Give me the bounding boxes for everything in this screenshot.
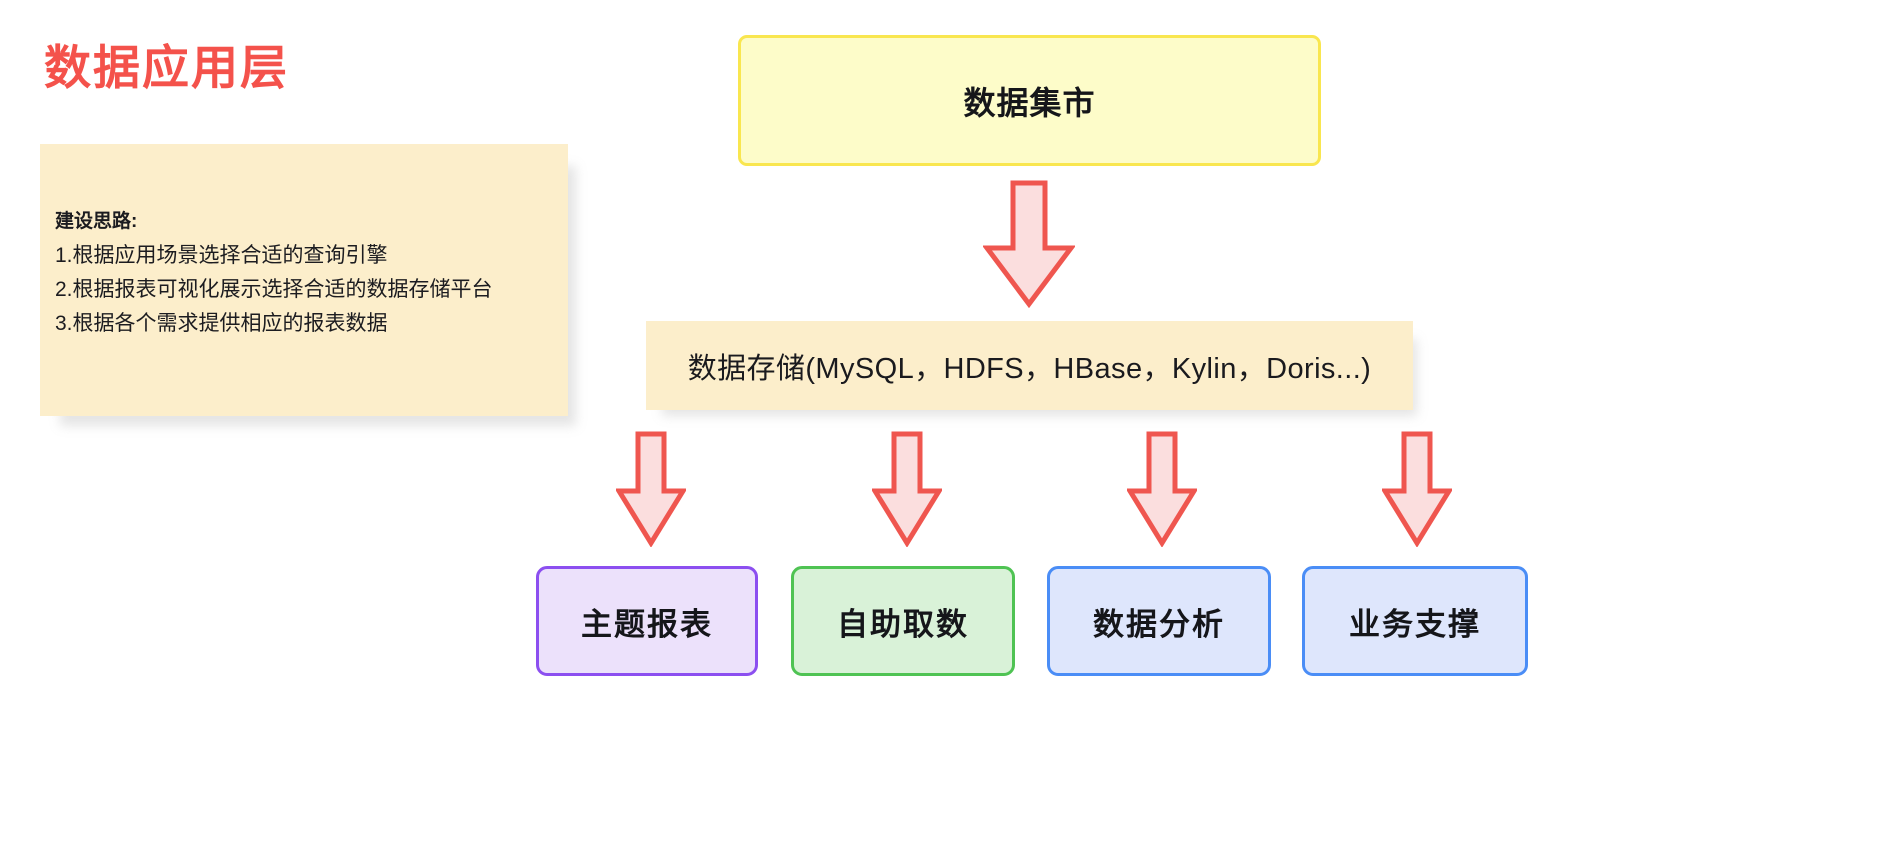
build-approach-panel: 建设思路: 1.根据应用场景选择合适的查询引擎 2.根据报表可视化展示选择合适的… xyxy=(40,144,568,416)
arrow-down-icon-to-topic-report xyxy=(616,431,686,547)
node-data-analysis: 数据分析 xyxy=(1047,566,1271,676)
node-self-service: 自助取数 xyxy=(791,566,1015,676)
build-approach-content: 建设思路: 1.根据应用场景选择合适的查询引擎 2.根据报表可视化展示选择合适的… xyxy=(55,207,555,341)
arrow-down-icon-to-business-support xyxy=(1382,431,1452,547)
node-business-support: 业务支撑 xyxy=(1302,566,1528,676)
build-approach-item-1: 1.根据应用场景选择合适的查询引擎 xyxy=(55,244,388,268)
node-topic-report: 主题报表 xyxy=(536,566,758,676)
page-title: 数据应用层 xyxy=(44,41,289,94)
node-data-mart: 数据集市 xyxy=(738,35,1321,166)
node-data-storage: 数据存储(MySQL，HDFS，HBase，Kylin，Doris...) xyxy=(646,321,1413,410)
arrow-down-icon-mart-to-storage xyxy=(983,180,1075,308)
build-approach-item-2: 2.根据报表可视化展示选择合适的数据存储平台 xyxy=(55,278,493,302)
build-approach-item-3: 3.根据各个需求提供相应的报表数据 xyxy=(55,312,388,336)
arrow-down-icon-to-data-analysis xyxy=(1127,431,1197,547)
arrow-down-icon-to-self-service xyxy=(872,431,942,547)
build-approach-heading: 建设思路: xyxy=(55,211,138,232)
